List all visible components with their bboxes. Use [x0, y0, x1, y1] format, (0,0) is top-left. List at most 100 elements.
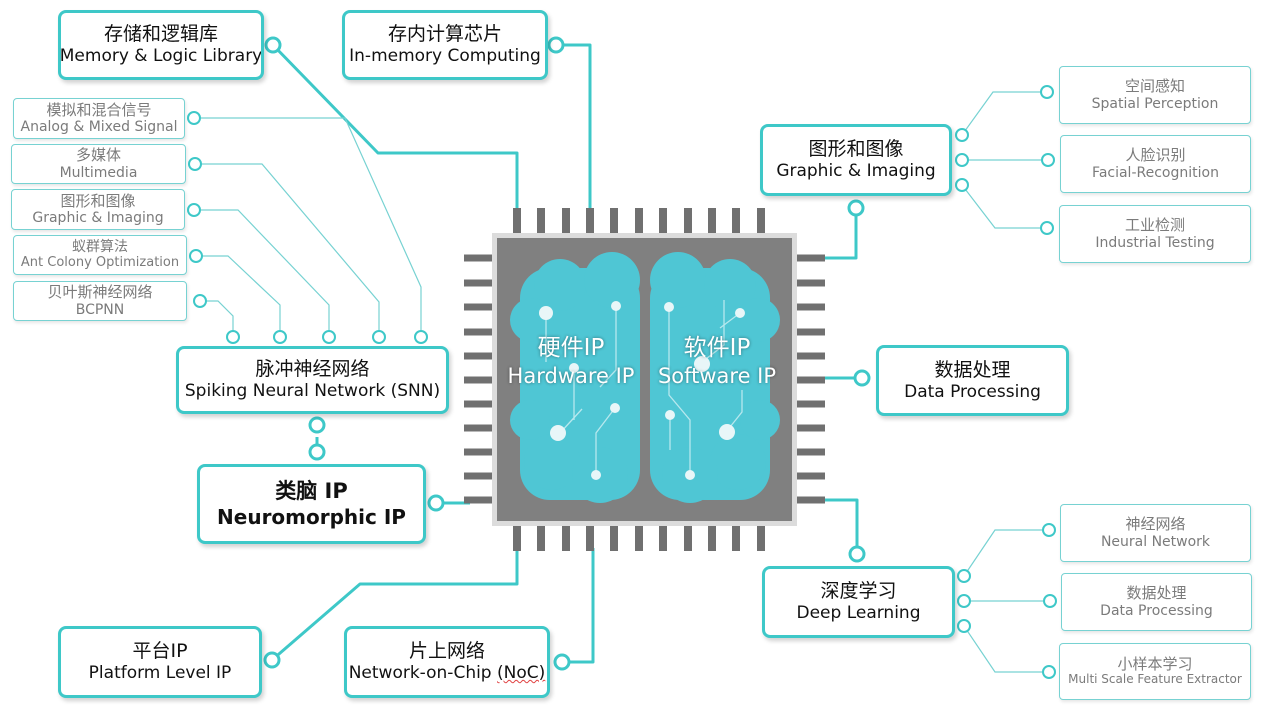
sub-zh: 贝叶斯神经网络	[47, 283, 153, 302]
connector-snn-graphic	[194, 209, 330, 332]
deep-learning-en: Deep Learning	[796, 603, 921, 624]
hardware-ip-label: 硬件IP Hardware IP	[500, 334, 642, 389]
box-deep-learning: 深度学习 Deep Learning	[762, 566, 955, 638]
endpoint-circle	[308, 443, 326, 461]
chip-pin	[659, 208, 667, 234]
memory-logic-zh: 存储和逻辑库	[103, 23, 218, 46]
connector-endpoints	[263, 36, 871, 671]
endpoint-circle	[308, 416, 326, 434]
box-in-memory-computing: 存内计算芯片 In-memory Computing	[342, 10, 548, 80]
chip-pin	[635, 208, 643, 234]
software-ip-zh: 软件IP	[683, 335, 751, 361]
sub-graphic-imaging: 图形和图像 Graphic & Imaging	[11, 189, 185, 230]
endpoint-circle	[1040, 221, 1054, 235]
sub-en: Spatial Perception	[1091, 95, 1219, 112]
connector-lines	[271, 43, 862, 664]
left-brain-hemisphere	[510, 252, 640, 503]
neuromorphic-en: Neuromorphic IP	[217, 504, 406, 529]
sub-zh: 空间感知	[1124, 77, 1185, 96]
chip-pin	[464, 448, 493, 456]
box-platform-level-ip: 平台IP Platform Level IP	[58, 626, 262, 698]
chip-pin	[464, 303, 493, 311]
chip-pin	[796, 352, 825, 360]
chip-pin	[635, 525, 643, 551]
memory-logic-en: Memory & Logic Library	[59, 46, 263, 67]
endpoint-circle	[957, 594, 971, 608]
connector-multimedia	[195, 163, 380, 332]
box-neuromorphic-ip: 类脑 IP Neuromorphic IP	[197, 464, 426, 544]
platform-zh: 平台IP	[132, 640, 188, 663]
sub-zh: 模拟和混合信号	[46, 100, 152, 119]
chip-pin	[708, 208, 716, 234]
in-memory-zh: 存内计算芯片	[387, 23, 502, 46]
sub-spatial-perception: 空间感知 Spatial Perception	[1059, 66, 1251, 124]
deep-learning-zh: 深度学习	[820, 580, 897, 603]
software-ip-label: 软件IP Software IP	[650, 334, 784, 389]
connector-spatial	[961, 91, 1046, 136]
endpoint-circle	[955, 178, 969, 192]
chip-pin	[659, 525, 667, 551]
connector-ant-colony	[196, 255, 281, 332]
noc-zh: 片上网络	[408, 640, 485, 663]
chip-pin	[464, 328, 493, 336]
box-data-processing: 数据处理 Data Processing	[876, 345, 1069, 416]
box-spiking-neural-network: 脉冲神经网络 Spiking Neural Network (SNN)	[176, 346, 449, 414]
neuromorphic-zh: 类脑 IP	[275, 479, 348, 504]
connector-deep-learning	[820, 498, 859, 548]
snn-en: Spiking Neural Network (SNN)	[184, 381, 441, 402]
connector-industrial	[961, 184, 1046, 229]
connector-graphic-imaging	[820, 208, 858, 260]
sub-zh: 小样本学习	[1117, 654, 1193, 673]
in-memory-en: In-memory Computing	[349, 46, 541, 67]
chip-pin	[796, 400, 825, 408]
sub-multi-scale-feature-extractor: 小样本学习 Multi Scale Feature Extractor	[1059, 643, 1251, 700]
connector-analog	[194, 117, 422, 332]
chip-pin	[610, 208, 618, 234]
endpoint-circle	[372, 330, 386, 344]
chip-pin	[464, 424, 493, 432]
endpoint-circle	[427, 494, 445, 512]
chip-pin	[796, 254, 825, 262]
connector-memory-logic	[271, 43, 519, 212]
chip-pin	[732, 208, 740, 234]
sub-en: Multi Scale Feature Extractor	[1068, 672, 1242, 687]
sub-zh: 数据处理	[1126, 584, 1187, 603]
snn-zh: 脉冲神经网络	[255, 358, 370, 381]
endpoint-circle	[189, 249, 203, 263]
chip-pin	[537, 208, 545, 234]
sub-zh: 工业检测	[1124, 216, 1185, 235]
chip-pin	[464, 279, 493, 287]
endpoint-circle	[847, 199, 865, 217]
connector-in-memory	[556, 43, 592, 212]
connector-few-shot	[963, 625, 1048, 673]
box-memory-logic-library: 存储和逻辑库 Memory & Logic Library	[58, 10, 264, 80]
endpoint-circle	[955, 128, 969, 142]
chip-pin	[610, 525, 618, 551]
sub-analog-mixed-signal: 模拟和混合信号 Analog & Mixed Signal	[13, 98, 185, 139]
endpoint-circle	[955, 153, 969, 167]
data-processing-zh: 数据处理	[934, 358, 1011, 381]
noc-en: Network-on-Chip (NoC)	[349, 663, 546, 683]
endpoint-circle	[226, 330, 240, 344]
chip-pin	[464, 400, 493, 408]
small-connector-endpoints	[187, 85, 1057, 679]
sub-facial-recognition: 人脸识别 Facial-Recognition	[1060, 135, 1251, 193]
connector-platform	[271, 548, 519, 662]
chip-pin	[796, 279, 825, 287]
data-processing-en: Data Processing	[904, 381, 1041, 402]
chip-pin	[562, 525, 570, 551]
graphic-imaging-en: Graphic & Imaging	[776, 161, 936, 182]
hardware-ip-en: Hardware IP	[507, 363, 635, 388]
endpoint-circle	[264, 36, 282, 54]
sub-en: Graphic & Imaging	[32, 210, 164, 227]
chip-pin	[586, 525, 594, 551]
chip-pin	[586, 208, 594, 234]
chip-pin	[796, 328, 825, 336]
sub-zh: 神经网络	[1125, 515, 1186, 534]
endpoint-circle	[1041, 153, 1055, 167]
chip	[464, 208, 825, 551]
circuit-nodes	[539, 301, 745, 480]
sub-en: Neural Network	[1100, 533, 1211, 550]
chip-pin	[796, 448, 825, 456]
chip-pin	[708, 525, 716, 551]
